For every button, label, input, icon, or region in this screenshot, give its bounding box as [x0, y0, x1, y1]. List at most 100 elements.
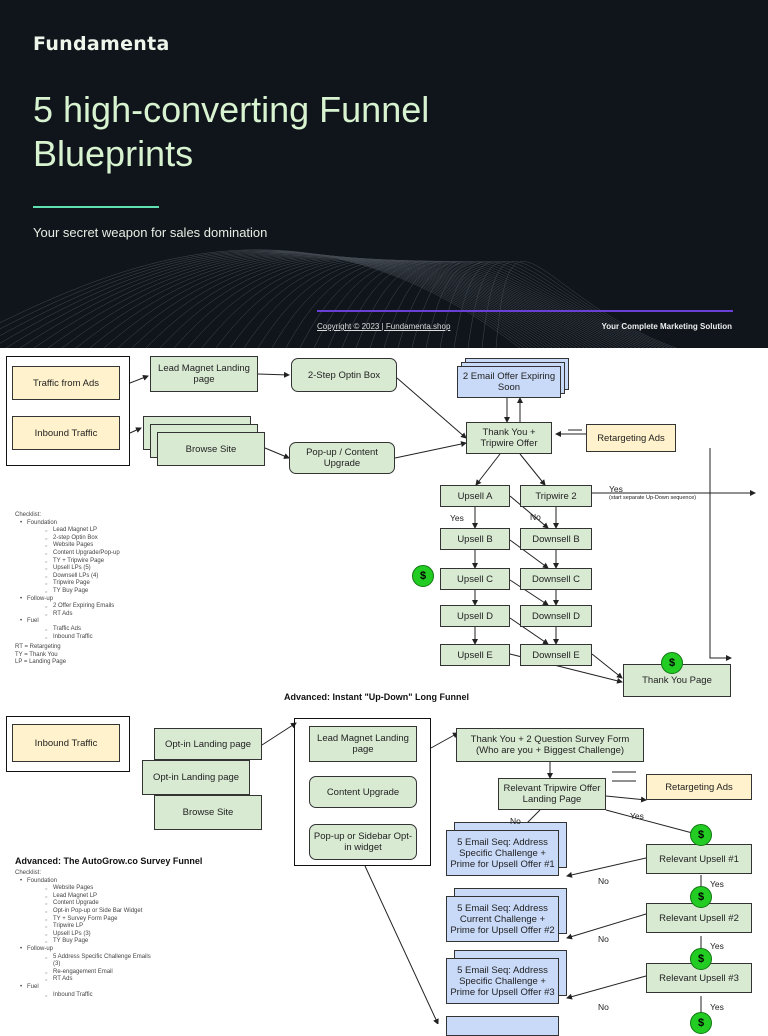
checklist-item: 5 Address Specific Challenge Emails (3): [15, 954, 155, 969]
lead-magnet-node: Lead Magnet Landing page: [150, 356, 258, 392]
checklist-title: Checklist:: [15, 870, 42, 876]
funnel1-caption: Advanced: Instant "Up-Down" Long Funnel: [284, 692, 470, 702]
browse-site-node: Browse Site: [157, 432, 265, 466]
yes-label: Yes: [710, 941, 724, 951]
yes-label: Yes: [609, 484, 623, 494]
traffic-sources-group: [6, 716, 130, 772]
checklist-group: Follow-up: [15, 596, 120, 604]
checklist-item: Website Pages: [15, 542, 120, 550]
no-label: No: [510, 816, 521, 826]
dollar-icon: $: [412, 565, 434, 587]
checklist-item: Tripwire Page: [15, 580, 120, 588]
divider: [317, 310, 733, 312]
tripwire-offer-node: Relevant Tripwire Offer Landing Page: [498, 778, 606, 810]
checklist-item: Content Upgrade: [15, 900, 155, 908]
subtitle: Your secret weapon for sales domination: [33, 225, 268, 240]
abbreviation-legend: TY = Thank You: [15, 651, 58, 658]
abbreviation-legend: RT = Retargeting: [15, 644, 61, 651]
upsell-a-node: Upsell A: [440, 485, 510, 507]
funnel1-checklist: Checklist: FoundationLead Magnet LP2-ste…: [15, 512, 120, 667]
checklist-item: Content Upgrade/Pop-up: [15, 550, 120, 558]
checklist-group: Fuel: [15, 984, 155, 992]
checklist-item: 2 Offer Expiring Emails: [15, 603, 120, 611]
checklist-item: Lead Magnet LP: [15, 527, 120, 535]
upsell-c-node: Upsell C: [440, 568, 510, 590]
traffic-from-ads-node: Traffic from Ads: [12, 366, 120, 400]
checklist-item: TY Buy Page: [15, 588, 120, 596]
yes-label: Yes: [630, 811, 644, 821]
email-seq-2-node: 5 Email Seq: Address Current Challenge +…: [446, 896, 559, 942]
content-upgrade-node: Content Upgrade: [309, 776, 417, 808]
email-offer-node: 2 Email Offer Expiring Soon: [457, 366, 561, 398]
checklist-group: Foundation: [15, 520, 120, 528]
retargeting-ads-node: Retargeting Ads: [586, 424, 676, 452]
traffic-sources-group: [6, 356, 130, 466]
tripwire-2-node: Tripwire 2: [520, 485, 592, 507]
downsell-e-node: Downsell E: [520, 644, 592, 666]
checklist-item: Tripwire LP: [15, 923, 155, 931]
funnel-diagrams: Traffic from Ads Inbound Traffic Lead Ma…: [0, 348, 768, 1036]
funnel2-caption: Advanced: The AutoGrow.co Survey Funnel: [15, 856, 203, 866]
upsell-e-node: Upsell E: [440, 644, 510, 666]
checklist-item: Opt-in Pop-up or Side Bar Widget: [15, 908, 155, 916]
checklist-item: Downsell LPs (4): [15, 573, 120, 581]
downsell-b-node: Downsell B: [520, 528, 592, 550]
upsell-1-node: Relevant Upsell #1: [646, 844, 752, 874]
yes-label: Yes: [710, 1002, 724, 1012]
checklist-title: Checklist:: [15, 512, 42, 518]
upsell-d-node: Upsell D: [440, 605, 510, 627]
checklist-item: Inbound Traffic: [15, 634, 120, 642]
dollar-icon: $: [690, 824, 712, 846]
upsell-2-node: Relevant Upsell #2: [646, 903, 752, 933]
accent-line: [33, 206, 159, 208]
funnel2-checklist: Checklist: FoundationWebsite PagesLead M…: [15, 870, 155, 999]
popup-sidebar-node: Pop-up or Sidebar Opt-in widget: [309, 824, 417, 860]
survey-node: Thank You + 2 Question Survey Form (Who …: [456, 728, 644, 762]
lead-magnet-node: Lead Magnet Landing page: [309, 726, 417, 762]
email-seq-3-node: 5 Email Seq: Address Specific Challenge …: [446, 958, 559, 1004]
inbound-traffic-node: Inbound Traffic: [12, 724, 120, 762]
optin-landing-node: Opt-in Landing page: [154, 728, 262, 760]
no-label: No: [598, 876, 609, 886]
checklist-item: Inbound Traffic: [15, 992, 155, 1000]
dollar-icon: $: [661, 652, 683, 674]
connector-lines: [129, 371, 756, 1024]
no-label: No: [598, 934, 609, 944]
checklist-item: Website Pages: [15, 885, 155, 893]
checklist-item: TY + Survey Form Page: [15, 916, 155, 924]
checklist-item: TY + Tripwire Page: [15, 558, 120, 566]
inbound-traffic-node: Inbound Traffic: [12, 416, 120, 450]
copyright-link[interactable]: Copyright © 2023 | Fundamenta.shop: [317, 322, 451, 331]
two-step-optin-node: 2-Step Optin Box: [291, 358, 397, 392]
checklist-item: Upsell LPs (5): [15, 565, 120, 573]
dollar-icon: $: [690, 1012, 712, 1034]
no-label: No: [598, 1002, 609, 1012]
checklist-item: Re-engagement Email: [15, 969, 155, 977]
upsell-b-node: Upsell B: [440, 528, 510, 550]
downsell-c-node: Downsell C: [520, 568, 592, 590]
page-title: 5 high-converting Funnel Blueprints: [33, 89, 430, 174]
checklist-group: Fuel: [15, 618, 120, 626]
no-label: No: [530, 512, 541, 522]
yes-label: Yes: [710, 879, 724, 889]
email-seq-1-node: 5 Email Seq: Address Specific Challenge …: [446, 830, 559, 876]
dollar-icon: $: [690, 886, 712, 908]
tagline: Your Complete Marketing Solution: [601, 322, 732, 331]
checklist-item: Traffic Ads: [15, 626, 120, 634]
optin-group: [294, 718, 431, 866]
abbreviation-legend: LP = Landing Page: [15, 659, 67, 666]
yes-note: (start separate Up-Down sequence): [609, 495, 697, 501]
email-stack-back: [446, 1016, 559, 1036]
popup-upgrade-node: Pop-up / Content Upgrade: [289, 442, 395, 474]
retargeting-ads-node: Retargeting Ads: [646, 774, 752, 800]
checklist-group: Follow-up: [15, 946, 155, 954]
checklist-item: 2-step Optin Box: [15, 535, 120, 543]
checklist-item: TY Buy Page: [15, 938, 155, 946]
browse-site-node: Browse Site: [154, 795, 262, 830]
downsell-d-node: Downsell D: [520, 605, 592, 627]
cover-header: Fundamenta 5 high-converting Funnel Blue…: [0, 0, 768, 348]
checklist-item: Upsell LPs (3): [15, 931, 155, 939]
checklist-item: Lead Magnet LP: [15, 893, 155, 901]
logo: Fundamenta: [33, 33, 170, 55]
yes-label: Yes: [450, 513, 464, 523]
